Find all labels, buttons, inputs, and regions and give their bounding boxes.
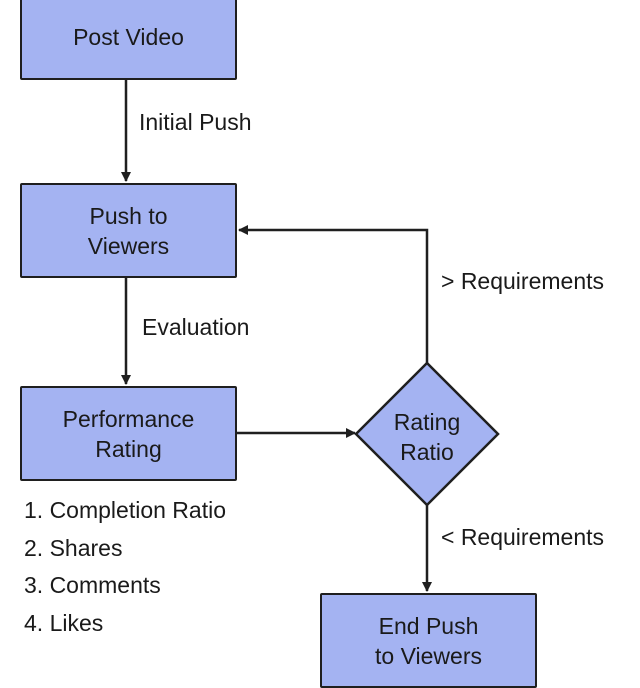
node-rating-ratio-line1: Rating [393,409,461,435]
node-post-video-text: Post Video [73,24,184,50]
node-performance-rating: Performance Rating [20,386,237,481]
criteria-item: 1. Completion Ratio [24,497,226,523]
node-push-to-viewers-line1: Push to [89,202,168,229]
node-rating-ratio-line2: Ratio [400,439,454,465]
node-rating-ratio: Rating Ratio [357,407,497,467]
node-end-push: End Push to Viewers [320,593,537,688]
node-performance-rating-line2: Rating [95,435,162,462]
node-end-push-line1: End Push [378,612,479,639]
criteria-item: 2. Shares [24,534,123,561]
edge-label-above-requirements: > Requirements [441,268,604,294]
edge-label-initial-push: Initial Push [139,109,252,135]
node-end-push-line2: to Viewers [375,642,482,669]
node-performance-rating-line1: Performance [62,405,195,432]
node-post-video: Post Video [20,0,237,80]
edge-label-evaluation: Evaluation [142,314,250,340]
node-push-to-viewers-line2: Viewers [87,232,170,259]
rating-criteria-list: 1. Completion Ratio 2. Shares 3. Comment… [24,493,226,643]
node-push-to-viewers: Push to Viewers [20,183,237,278]
rating-ratio-diamond [354,361,500,507]
arrow-above-requirements [238,225,429,363]
diagram-canvas [121,80,500,592]
edge-label-below-requirements: < Requirements [441,524,604,550]
criteria-item: 3. Comments [24,572,161,598]
criteria-item: 4. Likes [24,609,104,636]
